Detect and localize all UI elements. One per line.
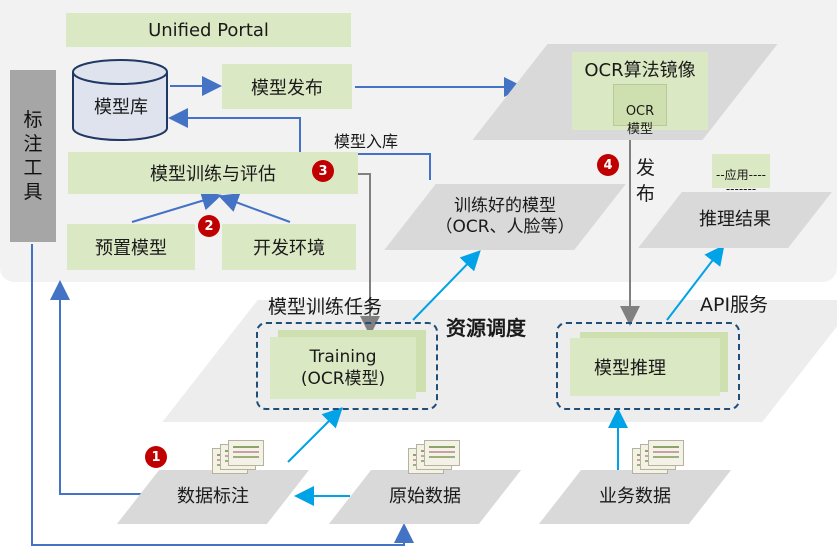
train-task-label: 模型训练任务 xyxy=(268,296,383,318)
model-repo-text: 模型库 xyxy=(94,97,148,118)
infer-result-text: 推理结果 xyxy=(699,208,771,230)
biz-data-text: 业务数据 xyxy=(599,485,671,507)
model-infer-text: 模型推理 xyxy=(594,358,666,379)
inference-group xyxy=(556,322,740,410)
ocr-image-title: OCR算法镜像 xyxy=(584,60,696,81)
step-badge-2: 2 xyxy=(198,215,220,237)
training-group xyxy=(256,322,438,410)
data-label-plane[interactable]: 数据标注 xyxy=(116,470,310,524)
model-publish-text: 模型发布 xyxy=(251,77,323,99)
step-badge-1-text: 1 xyxy=(151,449,161,465)
annotation-tool-sidebar[interactable]: 标注工具 xyxy=(10,70,56,242)
app-doc-icon: --应用---- ------- xyxy=(712,154,770,196)
preset-model-text: 预置模型 xyxy=(95,238,167,259)
document-stack-icon xyxy=(408,440,460,474)
unified-portal-text: Unified Portal xyxy=(148,19,269,41)
app-doc-text: --应用---- ------- xyxy=(716,168,766,196)
ocr-model-doc: OCR 模型 xyxy=(613,84,667,137)
step-badge-1: 1 xyxy=(145,446,167,468)
model-repo-label[interactable]: 模型库 xyxy=(86,93,156,119)
unified-portal-title: Unified Portal xyxy=(66,13,351,47)
trained-model-plane[interactable]: 训练好的模型 （OCR、人脸等） xyxy=(384,184,626,250)
resource-sched-label: 资源调度 xyxy=(446,316,526,340)
ocr-model-doc-text: OCR 模型 xyxy=(625,104,655,137)
publish-vertical-text: 发布 xyxy=(636,157,656,205)
model-ingest-label: 模型入库 xyxy=(334,132,399,151)
raw-data-text: 原始数据 xyxy=(389,485,461,507)
biz-data-plane[interactable]: 业务数据 xyxy=(538,470,732,524)
raw-data-plane[interactable]: 原始数据 xyxy=(328,470,522,524)
document-stack-icon xyxy=(212,440,264,474)
dev-env-text: 开发环境 xyxy=(253,238,325,259)
model-repo-cylinder-icon xyxy=(72,59,168,141)
train-eval-box[interactable]: 模型训练与评估 xyxy=(68,152,358,194)
step-badge-2-text: 2 xyxy=(204,218,214,234)
train-eval-text: 模型训练与评估 xyxy=(150,164,276,185)
training-text: Training (OCR模型) xyxy=(300,347,386,389)
ocr-image-box[interactable]: OCR算法镜像 OCR 模型 xyxy=(572,52,708,137)
annotation-tool-label: 标注工具 xyxy=(23,109,43,203)
dev-env-box[interactable]: 开发环境 xyxy=(222,224,356,270)
document-stack-icon xyxy=(632,440,684,474)
trained-model-text: 训练好的模型 （OCR、人脸等） xyxy=(435,195,575,237)
publish-vertical-label: 发布 xyxy=(636,155,658,207)
data-label-text: 数据标注 xyxy=(177,485,249,507)
model-publish-box[interactable]: 模型发布 xyxy=(222,64,352,109)
step-badge-3-text: 3 xyxy=(318,163,328,179)
api-service-label: API服务 xyxy=(700,294,769,316)
model-infer-box[interactable]: 模型推理 xyxy=(570,338,720,396)
training-box[interactable]: Training (OCR模型) xyxy=(270,337,416,399)
step-badge-4-text: 4 xyxy=(603,157,613,173)
step-badge-4: 4 xyxy=(597,154,619,176)
infer-result-plane[interactable]: 推理结果 xyxy=(638,192,832,248)
step-badge-3: 3 xyxy=(312,160,334,182)
preset-model-box[interactable]: 预置模型 xyxy=(67,224,195,270)
